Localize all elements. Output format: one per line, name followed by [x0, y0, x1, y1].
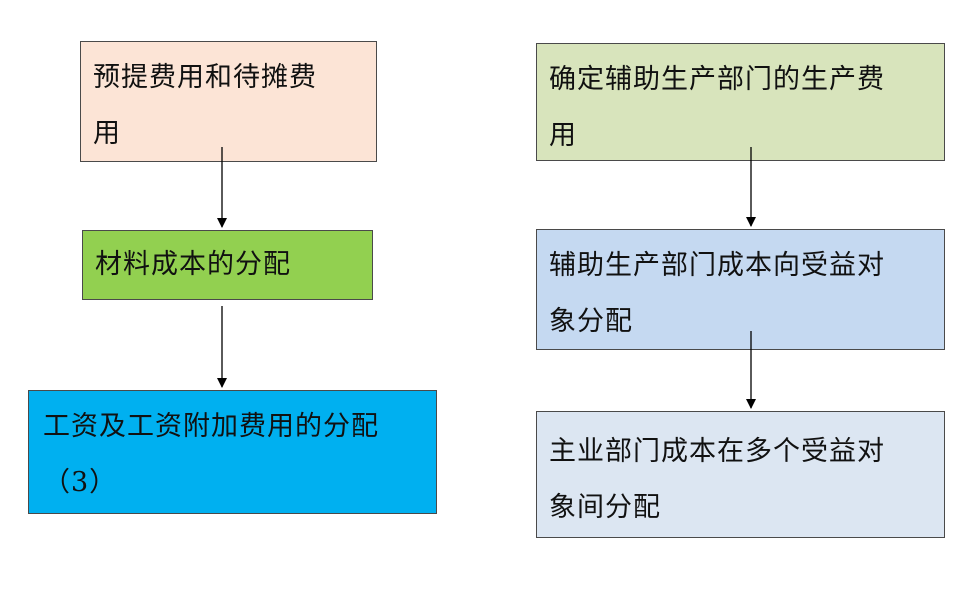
flow-box-wage-allocation: 工资及工资附加费用的分配 （3）: [28, 390, 437, 514]
box-text-line: 象间分配: [549, 492, 661, 523]
flow-box-main-dept-cost-allocation: 主业部门成本在多个受益对 象间分配: [536, 411, 945, 538]
box-text-line: 辅助生产部门成本向受益对: [549, 250, 885, 281]
flow-box-auxiliary-cost-to-beneficiaries: 辅助生产部门成本向受益对 象分配: [536, 229, 945, 350]
box-text-line: 主业部门成本在多个受益对: [549, 436, 885, 467]
flow-box-material-cost-allocation: 材料成本的分配: [82, 230, 373, 300]
box-text-line: 象分配: [549, 306, 633, 337]
box-text-line: 用: [549, 120, 577, 151]
box-text-line: 材料成本的分配: [95, 249, 291, 280]
box-text-line: （3）: [43, 467, 118, 498]
box-text-line: 工资及工资附加费用的分配: [43, 411, 379, 442]
box-text-line: 用: [93, 118, 121, 149]
flow-box-auxiliary-production-costs: 确定辅助生产部门的生产费 用: [536, 43, 945, 161]
flow-box-accrued-prepaid-expenses: 预提费用和待摊费 用: [80, 41, 377, 162]
box-text-line: 预提费用和待摊费: [93, 62, 317, 93]
box-text-line: 确定辅助生产部门的生产费: [549, 64, 885, 95]
